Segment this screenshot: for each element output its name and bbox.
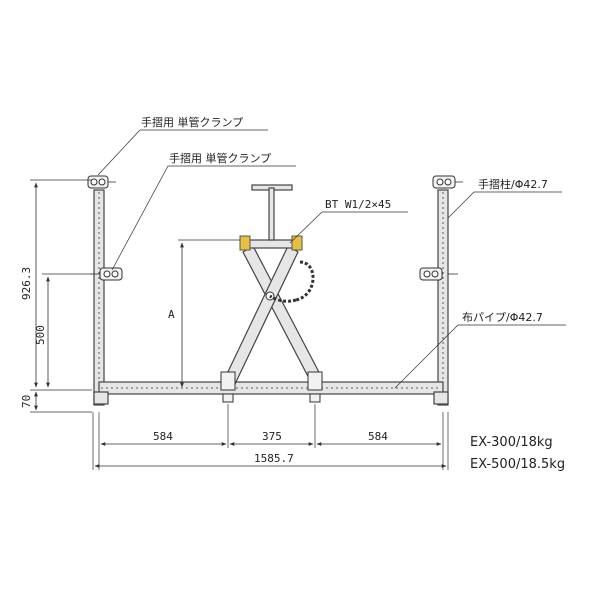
clamp-right-mid bbox=[419, 267, 458, 281]
callout-bolt: BT W1/2×45 bbox=[325, 198, 391, 211]
scissor-frame bbox=[220, 245, 323, 403]
dim-height-70: 70 bbox=[20, 395, 33, 408]
dim-width-right: 584 bbox=[368, 430, 388, 443]
chain bbox=[269, 260, 315, 303]
callout-clamp-top: 手摺用 単管クランプ bbox=[141, 115, 243, 129]
clamp-left-top bbox=[87, 175, 116, 189]
dim-height-total: 926.3 bbox=[20, 267, 33, 300]
dim-width-center: 375 bbox=[262, 430, 282, 443]
clamp-left-mid bbox=[90, 267, 123, 281]
dim-height-500: 500 bbox=[34, 325, 47, 345]
spec-ex500: EX-500/18.5kg bbox=[470, 457, 565, 472]
top-bracket bbox=[239, 184, 303, 251]
spec-ex300: EX-300/18kg bbox=[470, 435, 553, 450]
left-post bbox=[93, 189, 105, 406]
callout-post: 手摺柱/Φ42.7 bbox=[478, 177, 548, 191]
vertical-dimensions bbox=[30, 179, 240, 413]
dim-width-left: 584 bbox=[153, 430, 173, 443]
base-cloth-pipe bbox=[93, 381, 449, 405]
dim-width-total: 1585.7 bbox=[254, 452, 294, 465]
leader-lines bbox=[97, 129, 566, 389]
horizontal-dimensions bbox=[92, 404, 449, 470]
callout-cloth-pipe: 布パイプ/Φ42.7 bbox=[462, 311, 543, 324]
clamp-right-top bbox=[432, 175, 463, 189]
right-post bbox=[437, 189, 449, 406]
callout-clamp-mid: 手摺用 単管クランプ bbox=[169, 151, 271, 165]
dim-height-a: A bbox=[168, 308, 175, 321]
